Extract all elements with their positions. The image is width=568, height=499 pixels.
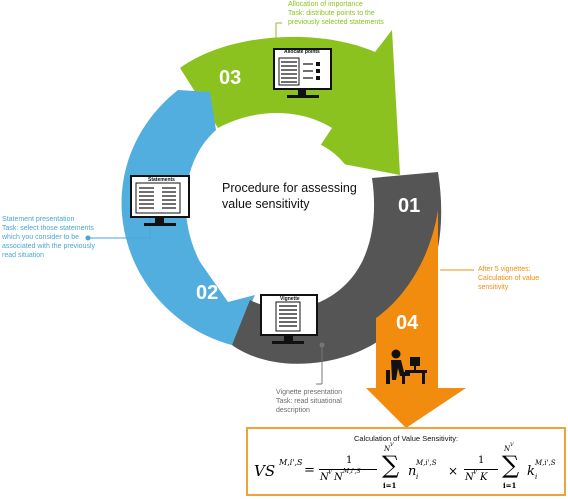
vignette-screen-title: Vignette	[280, 296, 300, 302]
statements-screen-title: Statements	[148, 177, 175, 183]
person-at-computer-icon	[386, 349, 427, 384]
step-4-number: 04	[396, 312, 419, 334]
step-4-arrow	[366, 210, 466, 428]
formula-box: Calculation of Value Sensitivity: VS M,i…	[246, 427, 566, 496]
center-circle	[215, 137, 361, 283]
step-3-annotation: Allocation of importance Task: distribut…	[288, 1, 384, 26]
step-2-annotation: Statement presentation Task: select thos…	[2, 216, 95, 259]
statements-monitor-icon	[130, 175, 190, 226]
step-1-number: 01	[398, 195, 421, 217]
step-4-annotation: After 5 vignettes: Calculation of value …	[478, 266, 540, 291]
step-3-arc	[180, 30, 400, 175]
vignette-monitor-icon	[260, 294, 318, 344]
value-sensitivity-formula: VS M,i',S = 1 N V N M,i',S N V ∑ i=1 n i…	[254, 442, 556, 490]
allocate-points-monitor-icon	[273, 48, 332, 98]
allocate-points-screen-title: Allocate points	[284, 49, 320, 55]
step-2-number: 02	[196, 282, 219, 304]
step-1-annotation: Vignette presentation Task: read situati…	[276, 389, 343, 414]
step-3-number: 03	[219, 67, 242, 89]
step-2-arc	[121, 90, 255, 345]
formula-title: Calculation of Value Sensitivity:	[353, 434, 459, 443]
diagram-title: Procedure for assessing value sensitivit…	[222, 181, 357, 211]
